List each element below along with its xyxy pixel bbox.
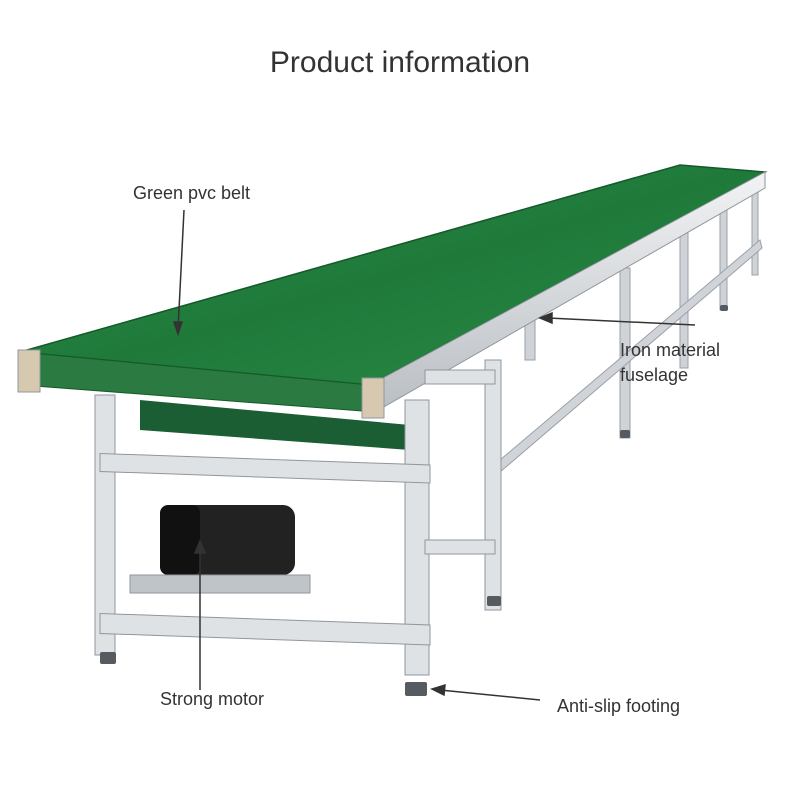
- motor-label: Strong motor: [160, 689, 265, 709]
- page-title: Product information: [269, 46, 531, 79]
- fuselage-label-line1: Iron material: [620, 340, 721, 360]
- fuselage-label-line2: fuselage: [620, 365, 689, 385]
- feet: [100, 305, 728, 696]
- leader-lines: [172, 209, 696, 701]
- end-plate-left: [17, 349, 41, 393]
- footing-label: Anti-slip footing: [557, 696, 681, 716]
- motor: [129, 505, 311, 594]
- front-frame: [94, 359, 502, 676]
- end-plate-right: [361, 377, 385, 419]
- belt-underside: [140, 400, 410, 450]
- belt-label: Green pvc belt: [133, 183, 251, 203]
